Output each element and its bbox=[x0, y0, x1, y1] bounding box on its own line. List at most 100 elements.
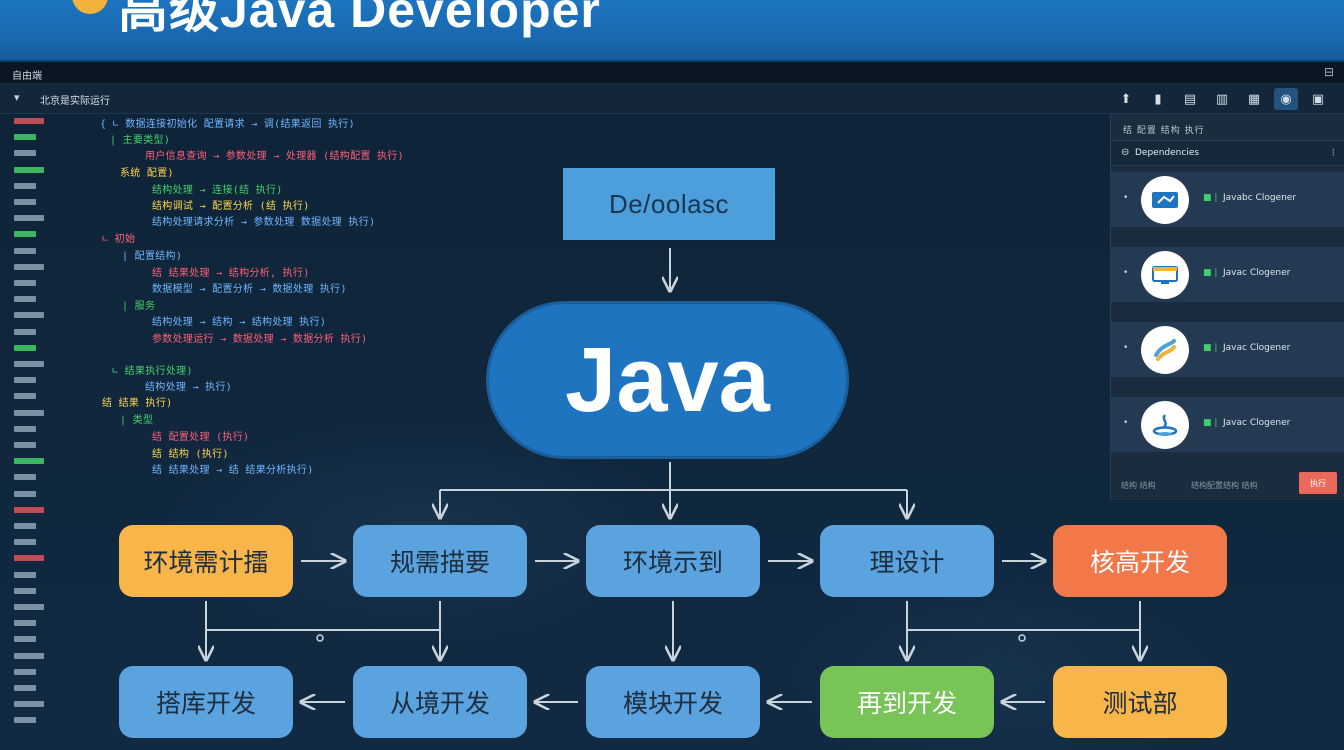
gutter-marker bbox=[14, 199, 36, 205]
play-icon[interactable]: ◉ bbox=[1274, 88, 1298, 110]
code-line: | 主要类型) bbox=[110, 135, 171, 146]
gutter-marker bbox=[14, 134, 36, 141]
menu-bar: 自由端 ⊟ bbox=[0, 62, 1344, 84]
gutter-marker bbox=[14, 701, 44, 708]
dependency-label: Javac Clogener bbox=[1223, 343, 1291, 353]
code-line: ∟ 结果执行处理) bbox=[112, 366, 193, 377]
banner-title: 高级Java Developer bbox=[118, 0, 601, 38]
gutter-marker bbox=[14, 296, 36, 303]
panel-header[interactable]: ⊖ Dependencies ⁝ bbox=[1111, 140, 1344, 166]
gutter-marker bbox=[14, 490, 36, 497]
menu-label[interactable]: 自由端 bbox=[12, 71, 42, 82]
process-step-node[interactable]: 环境需计擂 bbox=[119, 525, 293, 597]
gutter-marker bbox=[14, 442, 36, 448]
panel-tabs[interactable]: 结 配置 结构 执行 bbox=[1123, 126, 1205, 136]
dev-step-node[interactable]: 再到开发 bbox=[820, 666, 994, 738]
code-line: 结构处理请求分析 → 参数处理 数据处理 执行) bbox=[152, 217, 376, 228]
code-line: | 类型 bbox=[120, 415, 154, 426]
gutter-marker bbox=[14, 685, 36, 691]
process-step-node[interactable]: 规需描要 bbox=[353, 525, 527, 597]
code-line: 结 结果处理 → 结 结果分析执行) bbox=[152, 465, 314, 476]
list-icon[interactable]: ▤ bbox=[1183, 91, 1197, 107]
process-step-node[interactable]: 理设计 bbox=[820, 525, 994, 597]
gutter-marker bbox=[14, 506, 44, 513]
gutter-marker bbox=[14, 247, 36, 254]
dev-step-node[interactable]: 测试部 bbox=[1053, 666, 1227, 738]
process-step-node[interactable]: 环境示到 bbox=[586, 525, 760, 597]
code-line: | 服务 bbox=[122, 301, 156, 312]
chevron-icon[interactable]: ⊖ bbox=[1121, 147, 1130, 158]
dev-step-node[interactable]: 搭库开发 bbox=[119, 666, 293, 738]
collapse-arrow-icon[interactable]: ▾ bbox=[14, 91, 20, 104]
doc-icon[interactable]: ▥ bbox=[1215, 91, 1229, 107]
footer-left-text: 结构 结构 bbox=[1121, 481, 1156, 490]
gutter-marker bbox=[14, 118, 44, 124]
dependency-item[interactable]: •■ |Javabc Clogener bbox=[1111, 172, 1344, 228]
panel-menu-icon[interactable]: ⁝ bbox=[1331, 146, 1336, 159]
gutter-marker bbox=[14, 393, 36, 400]
top-node[interactable]: De/oolasc bbox=[563, 168, 775, 240]
gutter-marker bbox=[14, 166, 44, 173]
dev-step-node[interactable]: 模块开发 bbox=[586, 666, 760, 738]
code-line: 用户信息查询 → 参数处理 → 处理器 (结构配置 执行) bbox=[145, 151, 404, 162]
status-mark: ■ | bbox=[1203, 268, 1218, 278]
dependency-item[interactable]: •■ |Javac Clogener bbox=[1111, 247, 1344, 303]
code-line: 结构处理 → 结构 → 结构处理 执行) bbox=[152, 317, 327, 328]
gutter-marker bbox=[14, 474, 36, 481]
code-line: 结构调试 → 配置分析 (结 执行) bbox=[152, 201, 310, 212]
status-mark: ■ | bbox=[1203, 343, 1218, 353]
shield-logo-icon bbox=[72, 0, 108, 14]
dev-step-node[interactable]: 从境开发 bbox=[353, 666, 527, 738]
gutter-marker bbox=[14, 717, 36, 724]
toolbar-icons: ⬆ ▮ ▤ ▥ ▦ ◉ ▣ bbox=[1114, 88, 1330, 110]
gutter-marker bbox=[14, 425, 36, 432]
gutter-marker bbox=[14, 361, 44, 367]
code-line: ∟ 初始 bbox=[102, 234, 136, 245]
java-node[interactable]: Java bbox=[486, 301, 849, 459]
code-line: 结构处理 → 连接(结 执行) bbox=[152, 185, 283, 196]
toolbar-label: 北京是实际运行 bbox=[40, 96, 110, 107]
panel-footer: 结构 结构 结构配置结构 结构 执行 bbox=[1111, 470, 1344, 500]
code-line: 数据模型 → 配置分析 → 数据处理 执行) bbox=[152, 284, 347, 295]
gutter-marker bbox=[14, 344, 36, 351]
toolbar: ▾ 北京是实际运行 ⬆ ▮ ▤ ▥ ▦ ◉ ▣ bbox=[0, 84, 1344, 114]
gutter-marker bbox=[14, 377, 36, 384]
layout-icon[interactable]: ▣ bbox=[1311, 91, 1325, 107]
panel-header-label: Dependencies bbox=[1135, 148, 1200, 158]
file-icon[interactable]: ▮ bbox=[1154, 91, 1162, 107]
gutter-marker bbox=[14, 539, 36, 546]
code-line: 结 结果 执行) bbox=[102, 398, 173, 409]
dependency-item[interactable]: • ■ | Javac Clogener bbox=[1111, 322, 1344, 378]
gutter-marker bbox=[14, 571, 36, 578]
code-line: 参数处理运行 → 数据处理 → 数据分析 执行) bbox=[152, 334, 368, 345]
process-step-node[interactable]: 核高开发 bbox=[1053, 525, 1227, 597]
dependency-label: Javac Clogener bbox=[1223, 418, 1291, 428]
gutter-marker bbox=[14, 555, 44, 562]
code-line: 结 配置处理 (执行) bbox=[152, 432, 250, 443]
code-line: 结 结果处理 → 结构分析, 执行) bbox=[152, 268, 310, 279]
bullet-icon: • bbox=[1123, 343, 1129, 353]
gutter-marker bbox=[14, 458, 44, 465]
up-arrow-icon[interactable]: ⬆ bbox=[1120, 91, 1132, 107]
java-logo-icon bbox=[1141, 326, 1189, 374]
code-line: { ∟ 数据连接初始化 配置请求 → 调(结果返回 执行) bbox=[100, 119, 355, 130]
dependency-item[interactable]: •■ |Javac Clogener bbox=[1111, 397, 1344, 453]
gutter-marker bbox=[14, 587, 36, 594]
gutter-marker bbox=[14, 409, 44, 416]
code-line: 结 结构 (执行) bbox=[152, 449, 229, 460]
coffee-icon bbox=[1141, 401, 1189, 449]
gutter-marker bbox=[14, 280, 36, 286]
gutter-marker bbox=[14, 231, 36, 238]
bullet-icon: • bbox=[1123, 418, 1129, 428]
gutter-marker bbox=[14, 604, 44, 610]
monitor-icon bbox=[1141, 251, 1189, 299]
window-control-icon[interactable]: ⊟ bbox=[1323, 65, 1334, 79]
gutter-marker bbox=[14, 263, 44, 270]
dependencies-panel: 结 配置 结构 执行 ⊖ Dependencies ⁝ •■ |Javabc C… bbox=[1110, 114, 1344, 500]
code-line: | 配置结构) bbox=[122, 251, 183, 262]
run-button[interactable]: 执行 bbox=[1299, 472, 1337, 494]
code-line: 结构处理 → 执行) bbox=[145, 382, 233, 393]
grid-icon[interactable]: ▦ bbox=[1247, 91, 1261, 107]
gutter-marker bbox=[14, 668, 36, 675]
dependency-label: Javabc Clogener bbox=[1223, 193, 1297, 203]
